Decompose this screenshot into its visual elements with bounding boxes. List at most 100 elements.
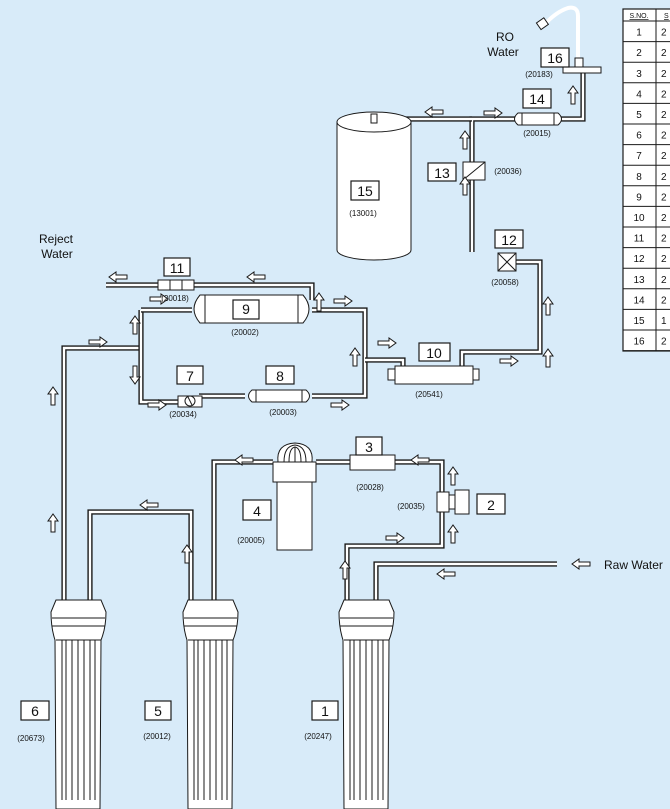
reject-water-label-line1: Reject <box>39 232 74 246</box>
faucet-16 <box>535 5 602 74</box>
svg-text:14: 14 <box>529 91 545 107</box>
label-box-6: 6 <box>20 700 50 721</box>
label-box-8: 8 <box>265 365 295 385</box>
svg-text:16: 16 <box>547 50 563 66</box>
code-9: (20002) <box>231 328 259 337</box>
pipe-network <box>61 73 586 602</box>
flow-arrows <box>47 85 591 580</box>
table-cell-sno: 3 <box>636 69 642 80</box>
svg-text:2: 2 <box>487 497 495 513</box>
table-cell-sno: 1 <box>636 28 642 39</box>
table-cell-sno: 11 <box>634 234 645 245</box>
label-box-9: 9 <box>232 299 260 320</box>
code-12: (20058) <box>491 278 519 287</box>
table-cell-sno: 8 <box>636 172 642 183</box>
code-13: (20036) <box>494 167 522 176</box>
code-8: (20003) <box>269 408 297 417</box>
inline-part-3 <box>349 454 396 471</box>
code-2: (20035) <box>397 502 425 511</box>
label-box-5: 5 <box>144 700 172 721</box>
table-cell-next: 2 <box>661 172 667 183</box>
valve-7 <box>177 395 203 408</box>
flow-restrictor-11 <box>157 279 195 291</box>
raw-water-label: Raw Water <box>604 558 663 572</box>
table-cell-next: 2 <box>661 213 667 224</box>
table-cell-next: 2 <box>661 69 667 80</box>
label-box-10: 10 <box>418 342 451 362</box>
label-box-11: 11 <box>163 257 191 277</box>
table-cell-sno: 6 <box>636 131 642 142</box>
post-filter-10 <box>387 365 480 385</box>
svg-text:9: 9 <box>242 301 250 317</box>
table-cell-sno: 16 <box>633 337 645 348</box>
svg-text:3: 3 <box>365 439 373 455</box>
filter-housing-5 <box>182 599 239 809</box>
svg-text:8: 8 <box>276 368 284 384</box>
table-header-sno: S.NO. <box>629 13 648 20</box>
table-cell-next: 2 <box>661 337 667 348</box>
table-cell-sno: 5 <box>636 110 642 121</box>
ro-water-label-line1: RO <box>496 30 514 44</box>
table-cell-next: 2 <box>661 234 667 245</box>
solenoid-valve-12 <box>497 252 517 272</box>
svg-text:6: 6 <box>31 703 39 719</box>
label-box-1: 1 <box>311 700 339 721</box>
label-box-13: 13 <box>427 162 457 182</box>
code-5: (20012) <box>143 732 171 741</box>
table-cell-sno: 4 <box>636 89 642 100</box>
code-6: (20673) <box>17 734 45 743</box>
svg-text:5: 5 <box>154 703 162 719</box>
code-3: (20028) <box>356 483 384 492</box>
table-cell-next: 2 <box>661 192 667 203</box>
table-cell-next: 1 <box>661 316 667 327</box>
table-cell-next: 2 <box>661 28 667 39</box>
table-cell-next: 2 <box>661 254 667 265</box>
reject-water-label-line2: Water <box>41 247 73 261</box>
label-box-16: 16 <box>540 47 570 68</box>
label-box-4: 4 <box>242 499 272 521</box>
table-cell-sno: 7 <box>636 151 642 162</box>
code-10: (20541) <box>415 390 443 399</box>
code-15: (13001) <box>349 209 377 218</box>
svg-text:10: 10 <box>426 345 442 361</box>
table-cell-sno: 10 <box>633 213 645 224</box>
filter-housing-1 <box>338 599 395 809</box>
label-box-7: 7 <box>176 365 204 385</box>
code-4: (20005) <box>237 536 265 545</box>
table-header-next: S <box>664 13 669 20</box>
table-cell-sno: 12 <box>633 254 645 265</box>
check-valve-13 <box>462 161 486 181</box>
svg-text:4: 4 <box>253 503 261 519</box>
table-cell-next: 2 <box>661 131 667 142</box>
svg-text:12: 12 <box>501 232 517 248</box>
svg-text:7: 7 <box>186 368 194 384</box>
table-cell-next: 2 <box>661 110 667 121</box>
membrane-8 <box>248 389 310 403</box>
filter-housing-6 <box>50 599 107 809</box>
carbon-filter-14 <box>514 112 562 126</box>
table-cell-sno: 2 <box>636 48 642 59</box>
sediment-filter-4 <box>272 442 317 551</box>
label-box-14: 14 <box>522 88 552 109</box>
svg-text:15: 15 <box>357 183 373 199</box>
table-cell-sno: 9 <box>636 192 642 203</box>
label-box-12: 12 <box>494 229 524 249</box>
table-cell-sno: 14 <box>633 295 645 306</box>
code-11: (20018) <box>161 294 189 303</box>
ro-water-label-line2: Water <box>487 45 519 59</box>
svg-text:13: 13 <box>434 165 450 181</box>
code-1: (20247) <box>304 732 332 741</box>
table-cell-next: 2 <box>661 48 667 59</box>
table-cell-sno: 13 <box>633 275 645 286</box>
code-7: (20034) <box>169 410 197 419</box>
pressure-switch-2 <box>436 489 470 515</box>
code-16: (20183) <box>525 70 553 79</box>
svg-text:11: 11 <box>170 260 185 276</box>
svg-text:1: 1 <box>321 703 329 719</box>
table-cell-next: 2 <box>661 295 667 306</box>
label-box-3: 3 <box>355 436 383 456</box>
table-cell-next: 2 <box>661 151 667 162</box>
